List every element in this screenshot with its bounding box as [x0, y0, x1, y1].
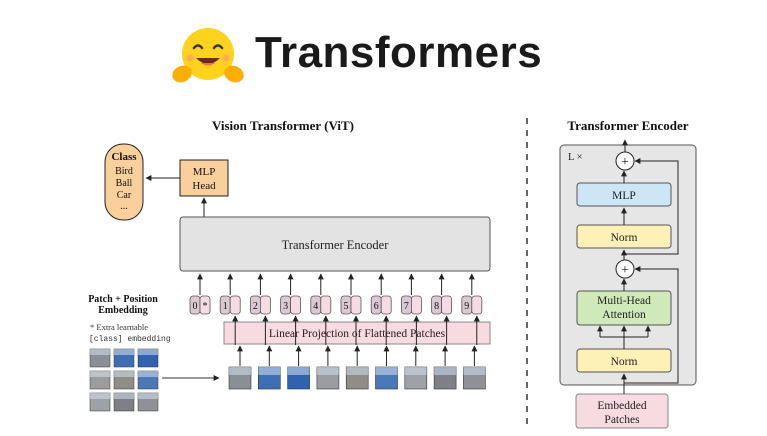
image-grid-cell-sky	[114, 349, 134, 355]
patch-token	[410, 295, 422, 315]
flattened-patch-row	[228, 345, 486, 390]
attention-label: Attention	[602, 309, 646, 321]
position-index-label: 4	[313, 301, 318, 312]
position-index-label: 3	[283, 301, 288, 312]
image-patch-sky	[258, 367, 281, 375]
residual-add-icon	[615, 259, 635, 279]
image-patch-sky	[229, 367, 251, 375]
linear-projection-label: Linear Projection of Flattened Patches	[269, 328, 446, 340]
position-index-label: 9	[464, 301, 469, 312]
image-patch-sky	[316, 367, 339, 375]
residual-add-symbol: +	[621, 263, 629, 278]
repeat-label: L ×	[568, 152, 583, 163]
encoder-norm-label: Norm	[611, 232, 638, 244]
hugging-face-emoji-icon	[172, 28, 244, 83]
patch-token	[320, 295, 332, 315]
image-grid-cell-sky	[90, 349, 110, 355]
mlp-head-label: Head	[192, 180, 216, 192]
class-token-marker: *	[203, 301, 208, 312]
position-index-label: 6	[374, 301, 379, 312]
encoder-norm-label: Norm	[611, 356, 638, 368]
image-patch-sky	[404, 367, 427, 375]
embedded-patches-box	[575, 393, 669, 429]
linear-projection-box	[223, 321, 491, 345]
patch-token	[380, 295, 392, 315]
position-index-label: 1	[223, 301, 228, 312]
patch-token	[441, 295, 453, 315]
learnable-note: * Extra learnable	[90, 322, 148, 332]
encoder-flow-arrows	[597, 139, 679, 394]
class-item: Bird	[115, 166, 133, 177]
position-index-label: 5	[344, 301, 349, 312]
patch-token	[471, 295, 483, 315]
position-index-label: 7	[404, 301, 409, 312]
image-grid-cell-sky	[138, 393, 158, 399]
learnable-note: [class] embedding	[89, 335, 171, 344]
banner: Transformers	[0, 0, 767, 110]
class-item: ...	[120, 201, 128, 212]
image-patch-sky	[346, 367, 369, 375]
image-patch-sky	[434, 367, 457, 375]
class-box-heading: Class	[111, 151, 137, 163]
image-patch-sky	[375, 367, 398, 375]
image-grid-cell-sky	[90, 393, 110, 399]
patch-token	[290, 295, 302, 315]
transformer-encoder-label: Transformer Encoder	[282, 238, 390, 252]
position-index-label: 2	[253, 301, 258, 312]
encoder-mlp-label: MLP	[612, 190, 636, 202]
class-item: Ball	[116, 178, 133, 189]
patch-embedding-label: Embedding	[98, 305, 147, 316]
image-patch-sky	[287, 367, 310, 375]
patch-token	[229, 295, 241, 315]
embedded-patches-label: Patches	[604, 414, 640, 426]
banner-title: Transformers	[255, 28, 543, 77]
position-index-label: 0	[193, 301, 198, 312]
input-image-grid	[89, 348, 159, 412]
mlp-head-label: MLP	[193, 166, 216, 178]
image-grid-cell-sky	[114, 371, 134, 377]
image-grid-cell-sky	[138, 349, 158, 355]
patch-token	[259, 295, 271, 315]
class-item: Car	[117, 190, 132, 201]
image-patch-sky	[463, 367, 486, 375]
position-index-label: 8	[434, 301, 439, 312]
encoder-detail-title: Transformer Encoder	[567, 118, 688, 133]
patch-token	[350, 295, 362, 315]
image-grid-cell-sky	[114, 393, 134, 399]
vit-title: Vision Transformer (ViT)	[212, 118, 354, 133]
image-grid-cell-sky	[90, 371, 110, 377]
class-token	[199, 295, 211, 315]
embedded-patches-label: Embedded	[597, 400, 646, 412]
attention-label: Multi-Head	[597, 295, 651, 307]
image-grid-cell-sky	[138, 371, 158, 377]
residual-add-symbol: +	[621, 155, 629, 170]
transformer-encoder-box	[179, 216, 491, 272]
patch-embedding-label: Patch + Position	[88, 294, 158, 305]
token-sequence: 0 * 1 2 3 4 5 6 7 8 9	[189, 273, 483, 345]
class-box	[104, 143, 144, 221]
